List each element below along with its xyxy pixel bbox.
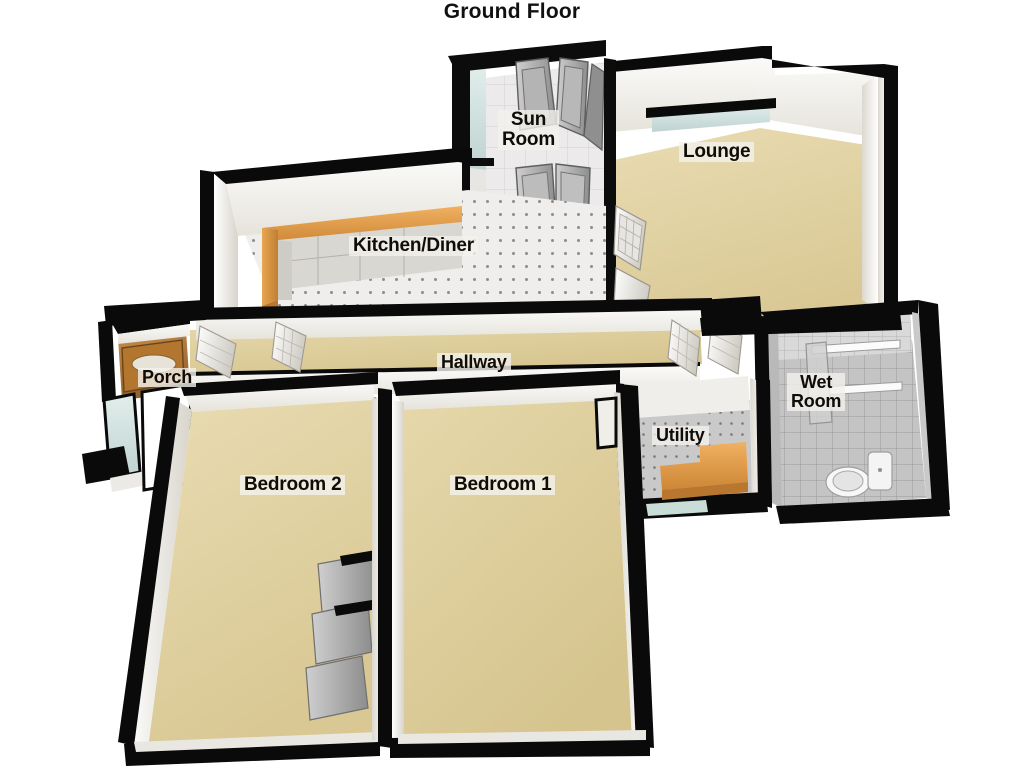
bedroom2-bottom-trim	[134, 732, 378, 752]
porch-wall-cap-left	[98, 320, 116, 402]
bedroom1-left-wall	[392, 400, 404, 742]
room-wet-room[interactable]	[754, 300, 950, 524]
wet-room-right-cap	[918, 300, 950, 510]
sun-room-door-panel-3[interactable]	[583, 62, 605, 152]
toilet-seat	[832, 470, 864, 492]
lounge-floor	[614, 128, 898, 332]
utility-threshold	[646, 500, 708, 516]
door-leaf-kitchen-grid	[275, 324, 304, 369]
page-title: Ground Floor	[443, 0, 581, 23]
kitchen-top-cap	[212, 148, 458, 184]
kitchen-worktop-side-top	[262, 228, 278, 306]
porch-door-glass	[131, 354, 177, 374]
lounge-top-wall-cap	[604, 46, 762, 72]
door-leaf-lounge-grid	[671, 322, 699, 371]
bedroom1-right-cap	[620, 384, 654, 748]
sun-room-left-mullion	[466, 158, 494, 166]
exterior-cap-kitchen-left-lower	[104, 300, 206, 326]
utility-right-cap	[756, 376, 772, 506]
bedroom2-right-cap	[378, 388, 392, 748]
lounge-right-wall-inner	[862, 74, 878, 310]
bedroom2-top-cap	[180, 372, 378, 396]
hallway-door-lounge[interactable]	[667, 319, 701, 377]
hallway-door-kitchen[interactable]	[271, 321, 307, 373]
door-leaf-porch-grid	[199, 339, 235, 369]
porch-wall-face-top	[118, 324, 190, 344]
lounge-top-wall-cap2	[762, 46, 884, 78]
hallway-door-porch[interactable]	[195, 325, 237, 379]
porch-step	[110, 470, 152, 492]
wet-room-toilet	[825, 451, 893, 498]
sun-room-left-glazing	[470, 62, 486, 170]
lounge-right-wall-cap	[884, 64, 898, 322]
utility-worktop-top	[660, 442, 748, 490]
bedroom1-cupboard-recess	[594, 396, 618, 450]
utility-worktop-face	[662, 482, 748, 500]
utility-worktop	[660, 442, 748, 500]
door-leaf-kitchen[interactable]	[271, 321, 307, 373]
wardrobe-rail-2	[334, 600, 372, 616]
exterior-cap-hall-right	[700, 296, 762, 326]
door-leaf-lounge[interactable]	[667, 319, 701, 377]
hallway-north-wall-cap	[190, 298, 712, 320]
sun-room-right-cap	[604, 58, 616, 310]
room-bedroom-1[interactable]	[390, 370, 654, 758]
sun-room-door-panel-2-inset	[560, 65, 584, 129]
lounge-back-wall-right	[757, 55, 878, 138]
lounge-door-leaf-1-grid	[619, 215, 642, 259]
bedroom1-bottom-trim	[398, 730, 646, 744]
wet-room-bottom-cap	[776, 498, 950, 524]
wardrobe-door-3[interactable]	[305, 655, 369, 721]
bedroom2-top-wall	[184, 380, 374, 412]
bedroom1-top-wall	[396, 380, 616, 410]
kitchen-cabinet-seams	[277, 228, 463, 285]
toilet-flush-button	[878, 468, 882, 472]
porch-wall-cap-bottom	[82, 446, 130, 484]
kitchen-cabinet-side	[278, 240, 292, 300]
bedroom1-top-cap	[392, 370, 620, 396]
lounge-window-cap	[646, 98, 776, 118]
room-lounge[interactable]	[604, 46, 898, 332]
wardrobe-rail-1	[340, 550, 376, 566]
kitchen-cap-right	[458, 148, 472, 164]
bedroom2-wardrobe-doors[interactable]	[305, 550, 377, 721]
kitchen-worktop-back-top	[262, 206, 462, 244]
door-leaf-wetroom-grid	[711, 333, 741, 361]
lounge-door-leaf-1-glass	[617, 213, 643, 263]
kitchen-left-wall	[214, 176, 238, 320]
utility-back-wall	[632, 376, 750, 418]
sun-room-top-cap	[448, 40, 606, 72]
kitchen-left-cap	[200, 170, 214, 320]
bedroom2-left-cap	[118, 396, 180, 746]
